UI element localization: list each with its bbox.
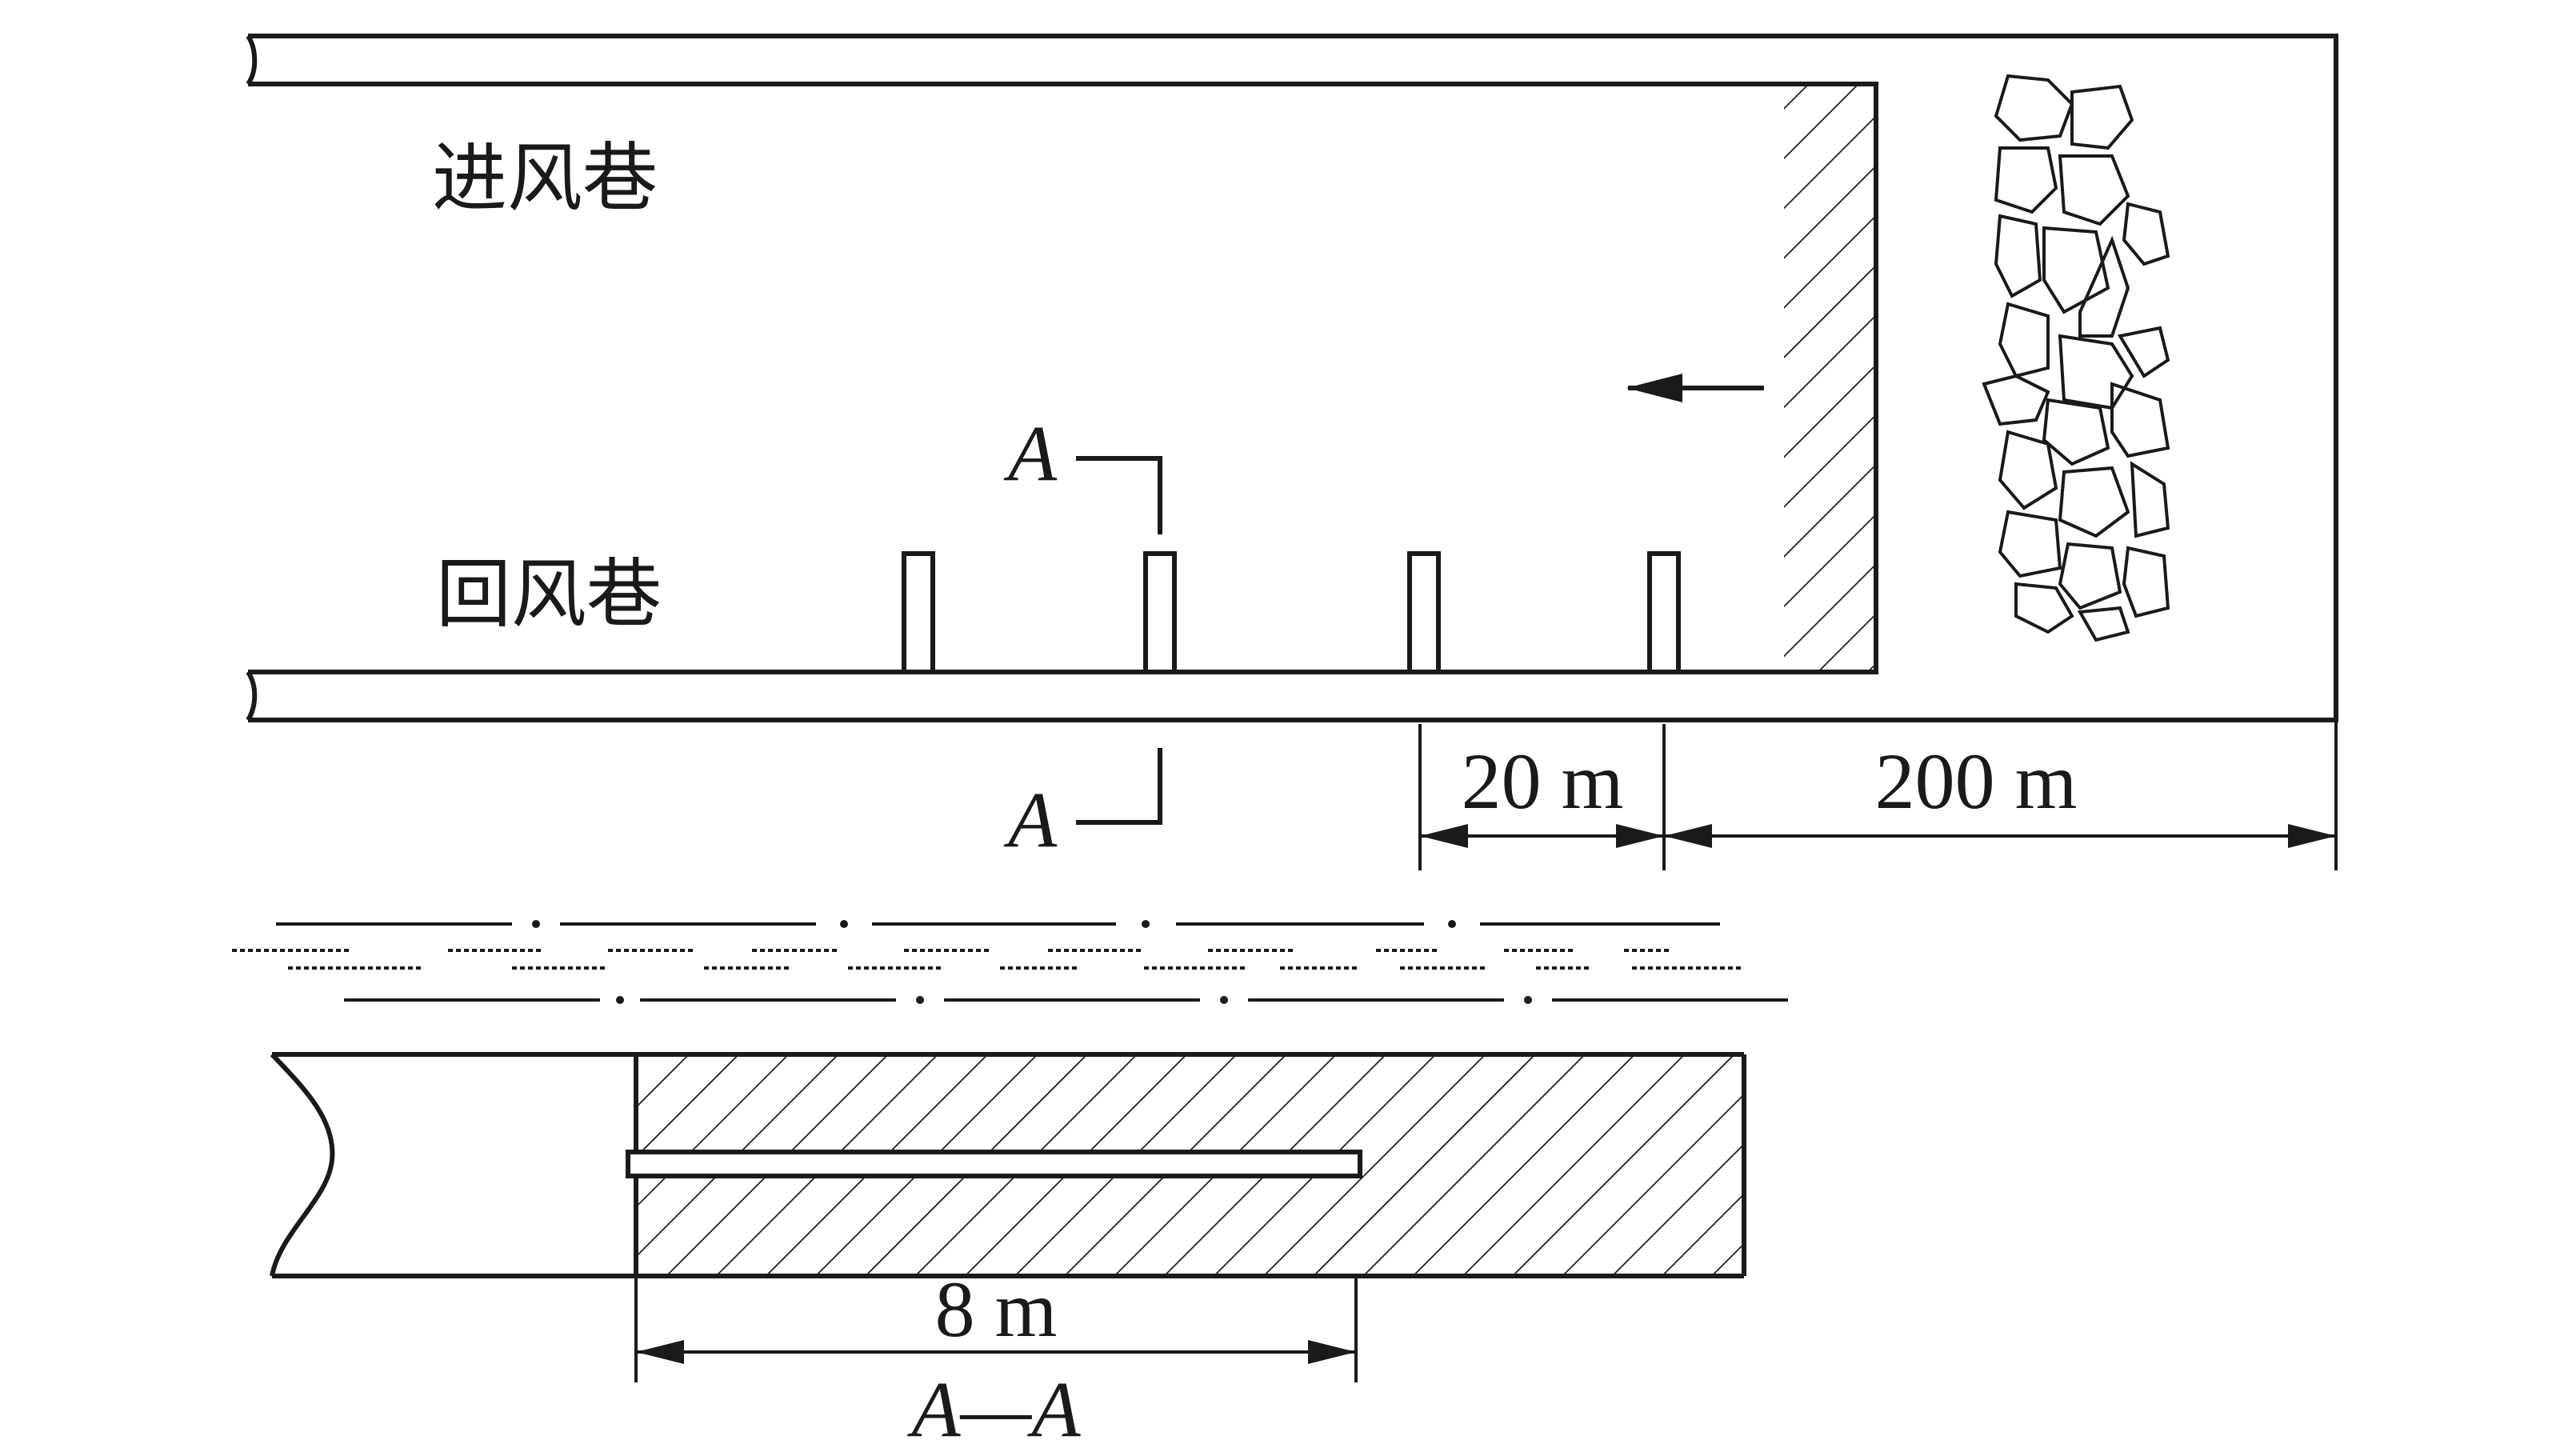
section-view: 8 m A—A — [270, 1052, 1746, 1454]
svg-text:20 m: 20 m — [1462, 737, 1624, 826]
svg-text:A: A — [1003, 409, 1058, 498]
dimension-working-face-distance: 200 m — [1664, 720, 2338, 870]
return-roadway-label: 回风巷 — [436, 551, 662, 638]
strata-lines — [232, 920, 1788, 1004]
borehole — [1647, 551, 1681, 674]
plan-view: 进风巷 回风巷 A A 20 m 200 m — [246, 34, 2338, 870]
dimension-borehole-spacing: 20 m — [1418, 724, 1666, 870]
break-mark-bottom — [246, 670, 258, 722]
section-borehole — [626, 1150, 1362, 1178]
boreholes — [902, 551, 1681, 674]
svg-text:8 m: 8 m — [935, 1265, 1058, 1354]
borehole — [1143, 551, 1177, 674]
borehole — [1407, 551, 1441, 674]
outer-roadway-outline — [248, 34, 2338, 722]
dimension-borehole-depth: 8 m — [634, 1265, 1358, 1382]
svg-text:A: A — [1003, 775, 1058, 864]
goaf-broken-rock-icon — [1982, 74, 2170, 642]
intake-roadway-label: 进风巷 — [432, 135, 658, 222]
working-face-hatch — [1784, 84, 1876, 672]
break-mark-top — [246, 34, 258, 86]
section-roadway-end — [270, 1052, 335, 1277]
section-mark-top: A — [1003, 409, 1162, 534]
borehole — [902, 551, 935, 674]
svg-text:200 m: 200 m — [1875, 737, 2078, 826]
section-title: A—A — [906, 1365, 1081, 1454]
section-mark-bottom: A — [1003, 748, 1162, 864]
